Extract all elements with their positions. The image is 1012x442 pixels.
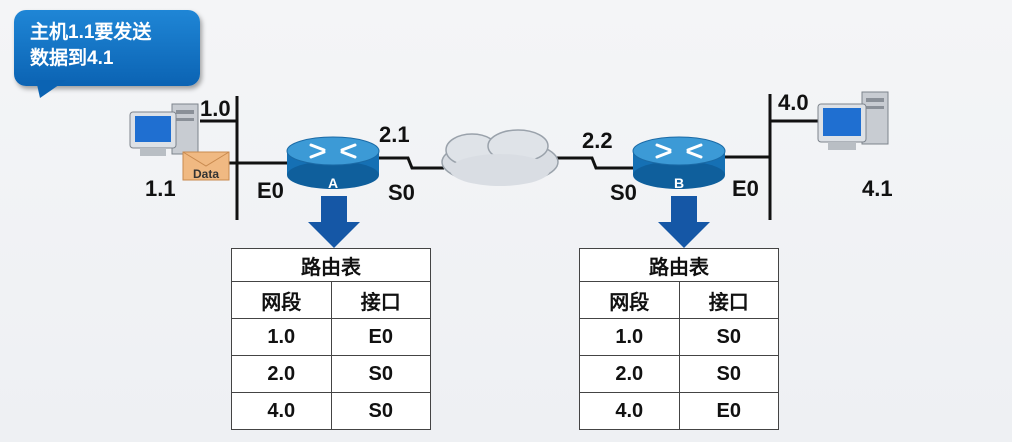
- table-row: 1.0 E0: [231, 318, 431, 356]
- router-b-s0-addr: 2.2: [582, 128, 613, 153]
- router-a-e0-label: E0: [257, 178, 284, 203]
- arrow-down-a-icon: [308, 196, 360, 248]
- data-tag: Data: [193, 167, 219, 181]
- table-cell: E0: [678, 392, 779, 430]
- routing-table-b-title: 路由表: [579, 248, 779, 282]
- callout-bubble: 主机1.1要发送 数据到4.1: [14, 10, 200, 86]
- table-cell: E0: [330, 318, 431, 356]
- host-4-label: 4.1: [862, 176, 893, 201]
- table-cell: 2.0: [231, 355, 332, 393]
- router-a-s0-addr: 2.1: [379, 122, 410, 147]
- callout-tail: [36, 80, 66, 98]
- table-row: 1.0 S0: [579, 318, 779, 356]
- router-b-e0-label: E0: [732, 176, 759, 201]
- table-row: 2.0 S0: [579, 355, 779, 393]
- host-1-label: 1.1: [145, 176, 176, 201]
- table-cell: 1.0: [579, 318, 680, 356]
- table-header: 网段: [231, 281, 332, 319]
- table-row: 4.0 E0: [579, 392, 779, 430]
- router-b-s0-label: S0: [610, 180, 637, 205]
- wan-cloud-icon: [441, 129, 559, 186]
- routing-table-a-title: 路由表: [231, 248, 431, 282]
- table-cell: 1.0: [231, 318, 332, 356]
- table-header: 接口: [678, 281, 779, 319]
- segment-1-label: 1.0: [200, 96, 231, 121]
- table-cell: S0: [678, 318, 779, 356]
- table-row: 2.0 S0: [231, 355, 431, 393]
- table-header: 网段: [579, 281, 680, 319]
- table-cell: S0: [330, 355, 431, 393]
- table-cell: S0: [330, 392, 431, 430]
- table-cell: 2.0: [579, 355, 680, 393]
- routing-table-a: 路由表 网段 接口 1.0 E0 2.0 S0 4.0 S0: [231, 248, 431, 430]
- table-header: 接口: [330, 281, 431, 319]
- router-a-name: A: [328, 175, 338, 191]
- arrow-down-b-icon: [658, 196, 710, 248]
- router-b-name: B: [674, 175, 684, 191]
- segment-4-label: 4.0: [778, 90, 809, 115]
- table-cell: 4.0: [579, 392, 680, 430]
- router-a-s0-label: S0: [388, 180, 415, 205]
- table-cell: S0: [678, 355, 779, 393]
- host-b-computer-icon: [817, 91, 889, 150]
- router-b-icon: [632, 136, 726, 189]
- serial-link-A: [378, 156, 444, 170]
- data-envelope-icon: [182, 151, 230, 181]
- routing-table-b: 路由表 网段 接口 1.0 S0 2.0 S0 4.0 E0: [579, 248, 779, 430]
- host-a-computer-icon: [129, 103, 199, 156]
- table-cell: 4.0: [231, 392, 332, 430]
- router-a-icon: [286, 136, 380, 189]
- table-row: 4.0 S0: [231, 392, 431, 430]
- serial-link-B: [556, 156, 636, 170]
